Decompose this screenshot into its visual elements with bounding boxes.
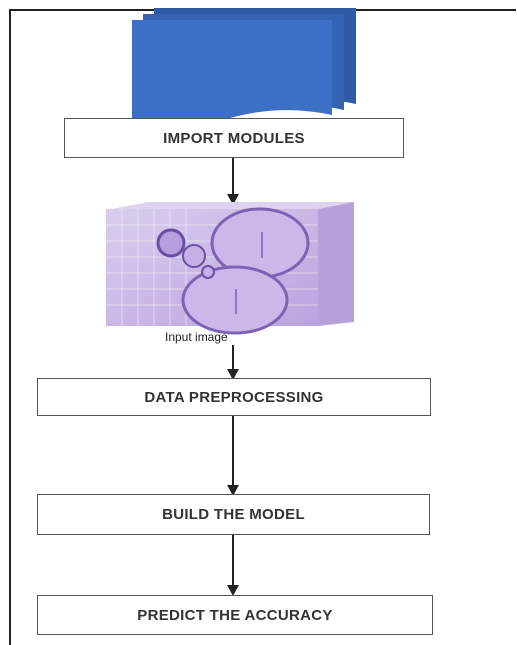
step-build-model: BUILD THE MODEL <box>37 494 430 535</box>
step-import-modules: IMPORT MODULES <box>64 118 404 158</box>
step-data-preprocessing-label: DATA PREPROCESSING <box>144 388 324 406</box>
arrow-preprocessing-to-model <box>227 415 239 496</box>
documents-icon <box>132 8 356 125</box>
step-import-modules-label: IMPORT MODULES <box>163 129 305 147</box>
input-image-caption: Input image <box>165 330 228 344</box>
arrow-model-to-predict <box>227 534 239 596</box>
step-data-preprocessing: DATA PREPROCESSING <box>37 378 431 416</box>
step-build-model-label: BUILD THE MODEL <box>162 506 305 523</box>
step-predict-accuracy-label: PREDICT THE ACCURACY <box>137 606 333 624</box>
arrow-import-to-image <box>227 157 239 205</box>
arrow-image-to-preprocessing <box>227 345 239 380</box>
input-image <box>106 202 354 335</box>
step-predict-accuracy: PREDICT THE ACCURACY <box>37 595 433 635</box>
